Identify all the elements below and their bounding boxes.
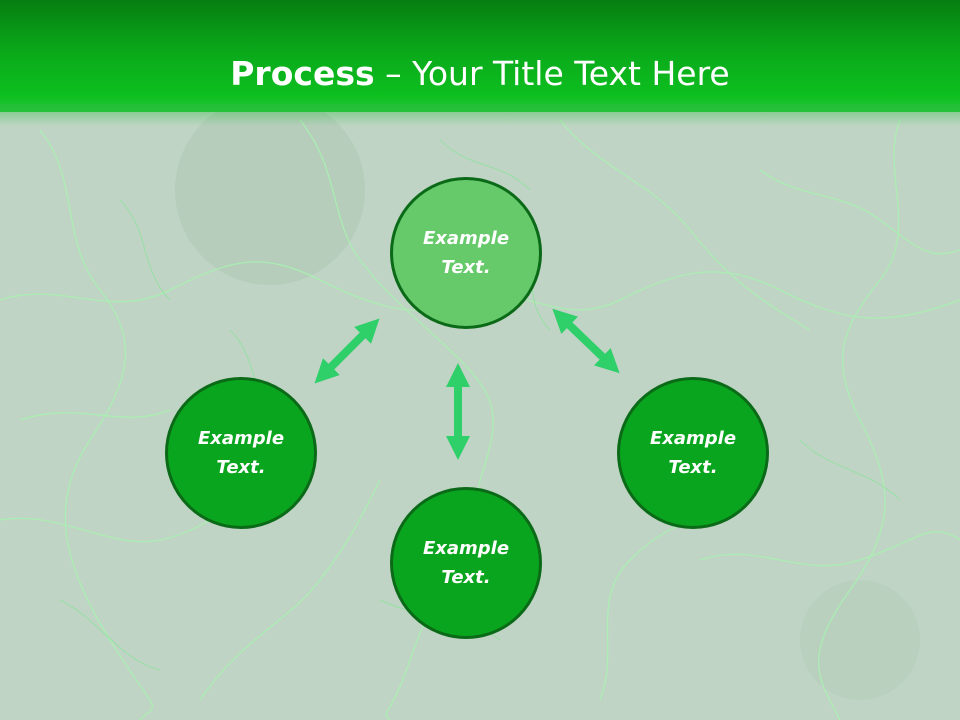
process-node-left: Example Text. xyxy=(165,377,317,529)
process-node-top-text: Example Text. xyxy=(422,228,510,278)
process-node-left-text: Example Text. xyxy=(197,428,285,478)
process-node-right: Example Text. xyxy=(617,377,769,529)
process-node-right-text: Example Text. xyxy=(649,428,737,478)
slide-title-bold: Process xyxy=(230,54,375,93)
process-node-top: Example Text. xyxy=(390,177,542,329)
process-node-bottom-text: Example Text. xyxy=(422,538,510,588)
process-node-bottom: Example Text. xyxy=(390,487,542,639)
title-bar-fade xyxy=(0,104,960,126)
slide-title: Process – Your Title Text Here xyxy=(0,52,960,96)
title-bar xyxy=(0,0,960,112)
slide-title-rest: – Your Title Text Here xyxy=(374,54,730,93)
